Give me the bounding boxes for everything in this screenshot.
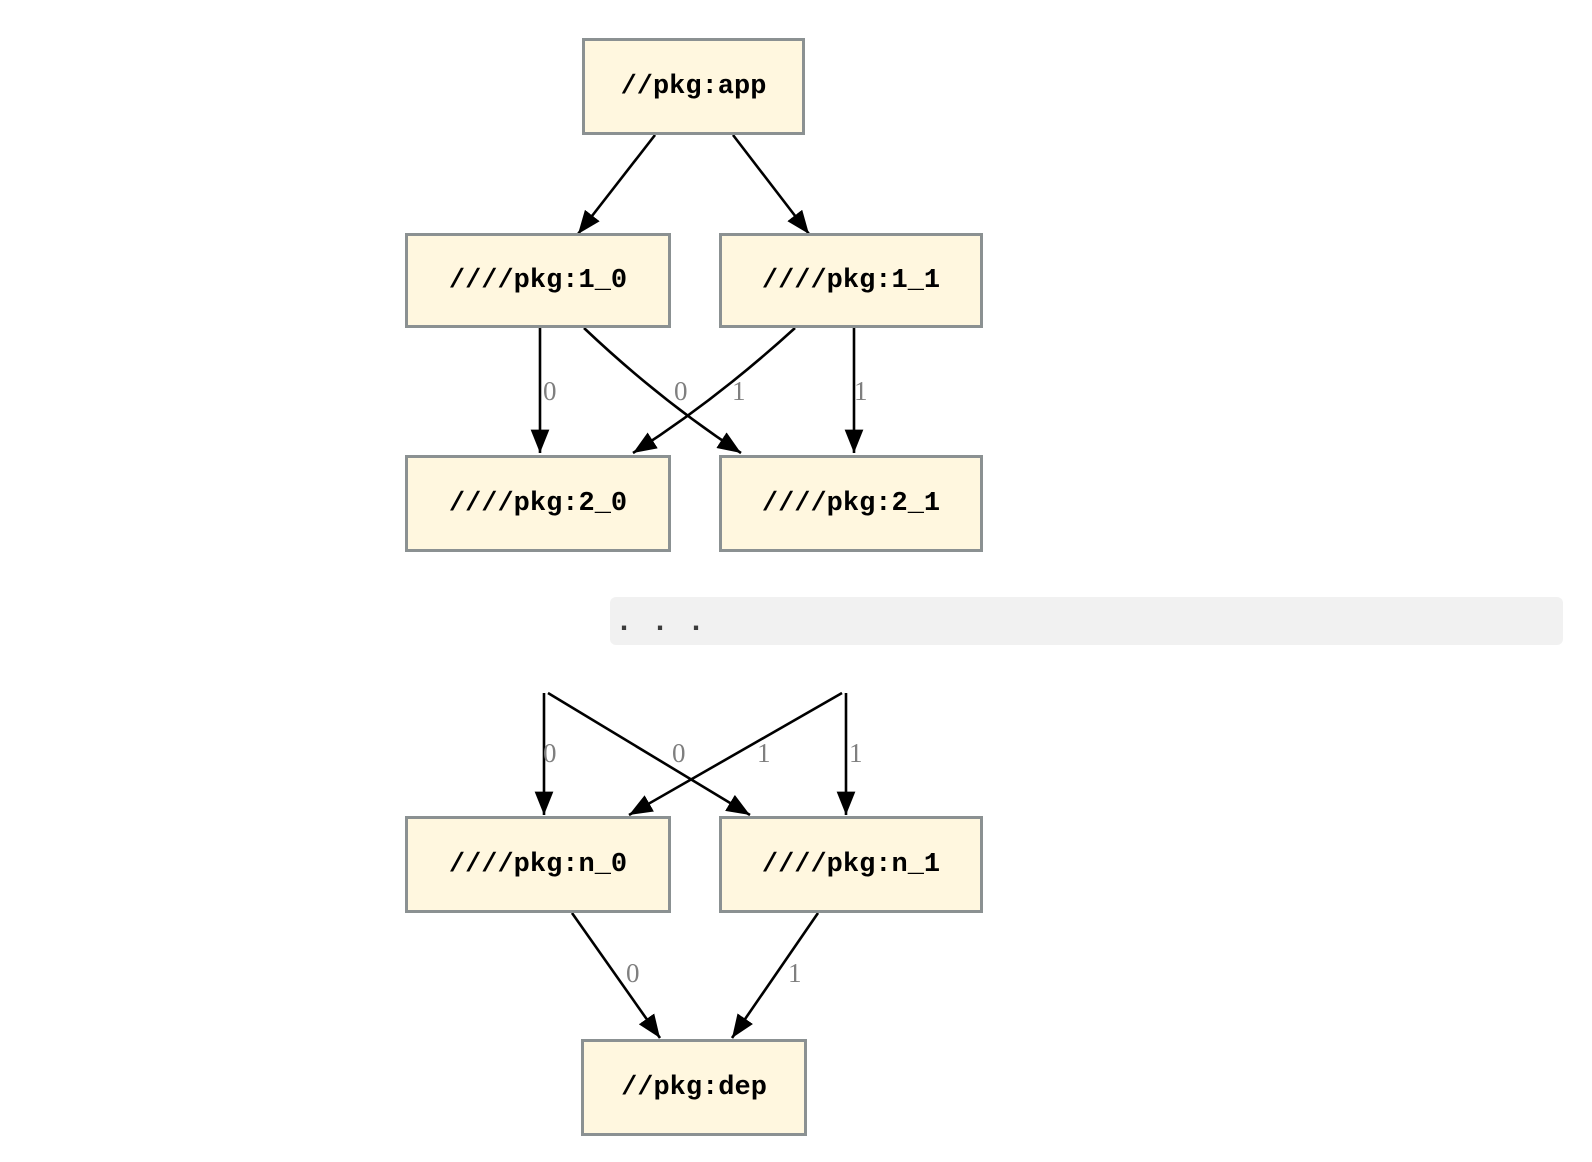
node-2-1-label: ////pkg:2_1 bbox=[761, 488, 941, 519]
edge-label-1-0-to-2-1: 1 bbox=[732, 376, 746, 406]
edge-n-0-to-dep bbox=[570, 912, 662, 1039]
node-1-1: ////pkg:1_1 bbox=[719, 233, 983, 328]
edge-label-n-0-to-dep: 0 bbox=[626, 958, 640, 988]
node-n-0: ////pkg:n_0 bbox=[405, 816, 671, 913]
edge-label-1-1-to-2-1: 1 bbox=[854, 376, 868, 406]
node-dep-label: //pkg:dep bbox=[621, 1072, 767, 1103]
node-app: //pkg:app bbox=[582, 38, 805, 135]
edge-label-hidden-left-to-n-0: 0 bbox=[543, 738, 557, 768]
node-dep: //pkg:dep bbox=[581, 1039, 807, 1136]
edge-label-hidden-right-to-n-1: 1 bbox=[849, 738, 863, 768]
node-n-1-label: ////pkg:n_1 bbox=[761, 849, 941, 880]
ellipsis-label: . . . bbox=[615, 606, 706, 640]
edge-label-1-1-to-2-0: 0 bbox=[674, 376, 688, 406]
edge-n-1-to-dep bbox=[730, 912, 820, 1039]
node-n-1: ////pkg:n_1 bbox=[719, 816, 983, 913]
node-n-0-label: ////pkg:n_0 bbox=[448, 849, 628, 880]
ellipsis-band: . . . bbox=[610, 597, 1563, 645]
node-app-label: //pkg:app bbox=[620, 71, 767, 102]
node-1-0-label: ////pkg:1_0 bbox=[448, 265, 628, 296]
edge-app-to-1-0 bbox=[576, 134, 657, 235]
node-2-1: ////pkg:2_1 bbox=[719, 455, 983, 552]
edge-app-to-1-1 bbox=[731, 134, 811, 235]
node-1-1-label: ////pkg:1_1 bbox=[761, 265, 941, 296]
edge-hidden-left-to-n-1 bbox=[547, 691, 751, 817]
edge-hidden-right-to-n-0 bbox=[628, 691, 843, 817]
edge-1-0-to-2-1 bbox=[583, 327, 742, 455]
edge-label-n-1-to-dep: 1 bbox=[788, 958, 802, 988]
node-2-0: ////pkg:2_0 bbox=[405, 455, 671, 552]
node-2-0-label: ////pkg:2_0 bbox=[448, 488, 628, 519]
edge-label-hidden-right-to-n-0: 0 bbox=[672, 738, 686, 768]
edge-label-1-0-to-2-0: 0 bbox=[543, 376, 557, 406]
edge-label-hidden-left-to-n-1: 1 bbox=[757, 738, 771, 768]
node-1-0: ////pkg:1_0 bbox=[405, 233, 671, 328]
edge-1-1-to-2-0 bbox=[632, 327, 796, 455]
